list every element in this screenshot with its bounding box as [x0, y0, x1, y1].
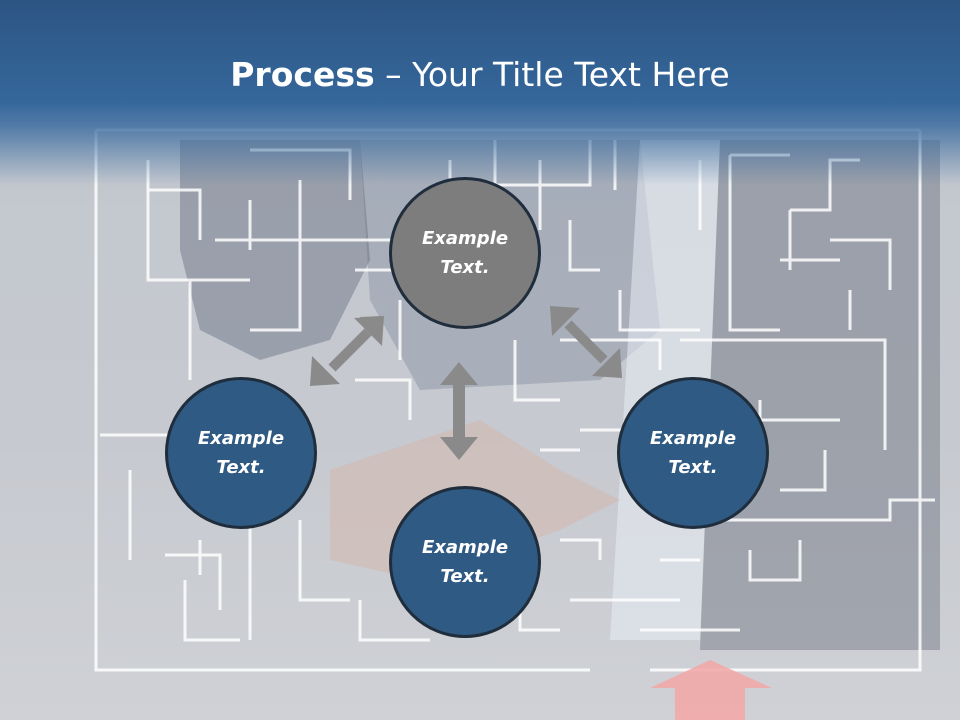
title-bold-text: Process	[230, 55, 375, 94]
node-right-line1: Example	[649, 428, 737, 449]
node-bottom-line1: Example	[421, 537, 509, 558]
node-right-line2: Text.	[668, 457, 718, 478]
process-node-top: Example Text.	[389, 177, 541, 329]
process-node-bottom: Example Text.	[389, 486, 541, 638]
node-top-line2: Text.	[440, 257, 490, 278]
arrow-top-right	[550, 306, 622, 378]
node-left-line2: Text.	[216, 457, 266, 478]
title-rest-text: – Your Title Text Here	[374, 55, 730, 94]
slide-title: Process – Your Title Text Here	[0, 54, 960, 96]
process-node-right: Example Text.	[617, 377, 769, 529]
node-bottom-line2: Text.	[440, 566, 490, 587]
node-top-line1: Example	[421, 228, 509, 249]
arrow-top-left	[310, 316, 384, 386]
node-left-line1: Example	[197, 428, 285, 449]
title-bar	[0, 0, 960, 185]
process-node-left: Example Text.	[165, 377, 317, 529]
arrow-vertical	[440, 362, 478, 460]
